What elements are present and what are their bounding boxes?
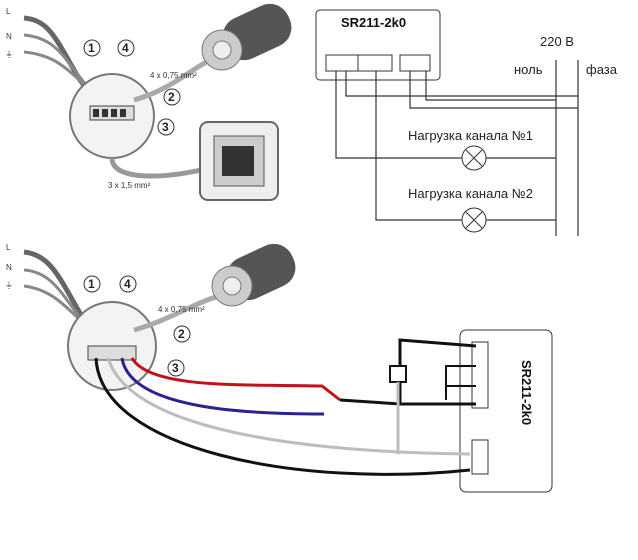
load-1-label: Нагрузка канала №1 (408, 128, 533, 143)
black-wire (94, 357, 471, 476)
mains-l-label-2: L (6, 243, 11, 252)
mains-wire-pe (23, 50, 92, 92)
load-2-label: Нагрузка канала №2 (408, 186, 533, 201)
terminal-block-2 (87, 345, 137, 361)
voltage-label: 220 В (540, 34, 574, 49)
motor-cable-label-2: 4 x 0,75 mm² (158, 305, 205, 314)
relay-title-bottom: SR211-2k0 (519, 360, 534, 425)
callout-1-b (83, 275, 101, 293)
bottom-wiring-panel: L N ⏚ 1 4 2 3 4 x 0,75 mm² SR211-2k0 (5, 243, 553, 493)
lamp-2-icon (461, 207, 487, 233)
terminal-screws (93, 109, 126, 117)
motor-icon-2 (211, 243, 296, 307)
motor-cable-label: 4 x 0,75 mm² (150, 71, 197, 80)
relay-terminal-1 (325, 54, 361, 72)
relay-common-wire (339, 338, 477, 406)
mains-ground-label-2: ⏚ (5, 281, 13, 290)
relay-output-wires (445, 365, 476, 400)
phase-label: фаза (586, 62, 618, 77)
switch-cable-label: 3 x 1,5 mm² (108, 181, 151, 190)
mains-n-label-2: N (6, 263, 12, 272)
motor-cable-2 (133, 293, 221, 333)
relay-terminals-outputs (471, 341, 489, 409)
callout-3-b-text: 3 (172, 361, 179, 375)
relay-terminal-2 (357, 54, 393, 72)
relay-title-top: SR211-2k0 (341, 15, 406, 30)
callout-4-text: 4 (122, 41, 129, 55)
top-wiring-panel: L N ⏚ 1 4 2 3 4 x 0,75 mm² 3 (5, 3, 292, 201)
callout-2-text: 2 (168, 90, 175, 104)
relay-terminals-power (471, 439, 489, 475)
callout-1 (83, 39, 101, 57)
wire-connector (389, 365, 407, 383)
mains-n-label: N (6, 32, 12, 41)
neutral-label: ноль (514, 62, 543, 77)
callout-2 (163, 88, 181, 106)
mains-ground-label: ⏚ (5, 50, 13, 59)
callout-4-b (119, 275, 137, 293)
callout-1-b-text: 1 (88, 277, 95, 291)
schematic-panel: SR211-2k0 220 В ноль фаза Нагрузка канал… (315, 9, 618, 236)
motor-icon (201, 3, 292, 71)
callout-4-b-text: 4 (124, 277, 131, 291)
callout-3-text: 3 (162, 120, 169, 134)
red-wire (130, 357, 341, 402)
lamp-1-icon (461, 145, 487, 171)
motor-cable (133, 57, 212, 103)
callout-3-b (167, 359, 185, 377)
switch-cable (109, 157, 211, 179)
blue-wire (120, 357, 325, 416)
callout-2-b-text: 2 (178, 327, 185, 341)
callout-2-b (173, 325, 191, 343)
callout-1-text: 1 (88, 41, 95, 55)
mains-l-label: L (6, 7, 11, 16)
schematic-wires (335, 60, 579, 236)
wall-switch-icon (199, 121, 279, 201)
gray-wire (106, 357, 471, 456)
callout-3 (157, 118, 175, 136)
mains-wire-n (23, 33, 88, 86)
callout-4 (117, 39, 135, 57)
relay-terminal-power (399, 54, 431, 72)
